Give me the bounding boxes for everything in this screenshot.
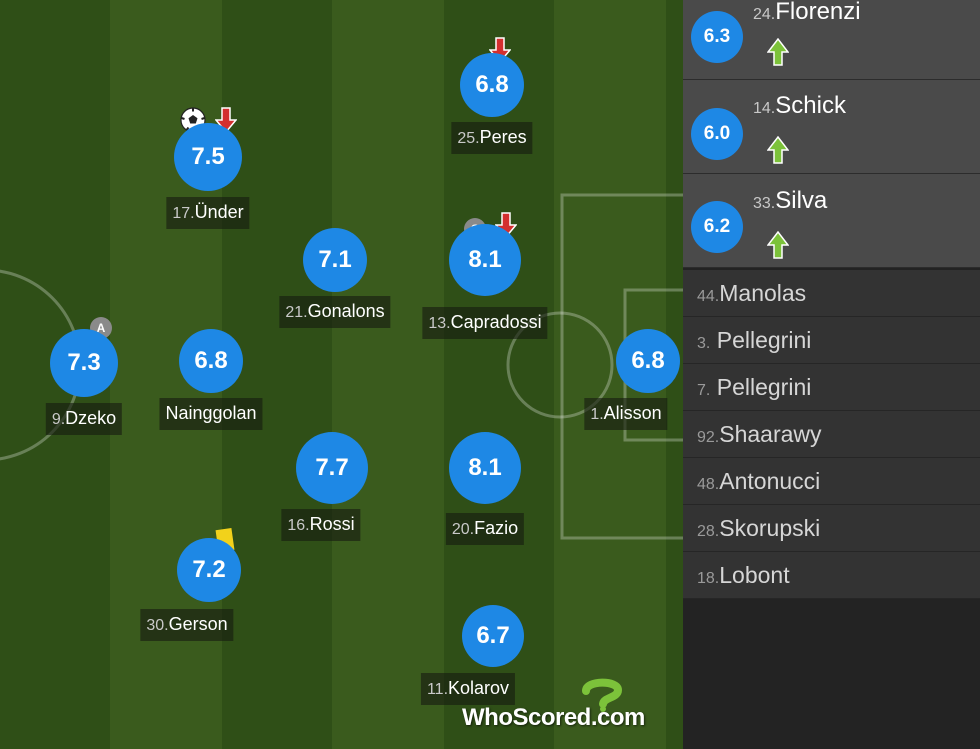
- rating-bubble: 6.7: [462, 605, 524, 667]
- sub-row-schick[interactable]: 6.0 14.Schick: [683, 80, 980, 174]
- rating-bubble: 8.1: [449, 224, 521, 296]
- sub-rating-bubble: 6.3: [691, 11, 743, 63]
- player-name-label: 21.Gonalons: [279, 296, 391, 328]
- rating-bubble: 7.3: [50, 329, 118, 397]
- unused-sub-row[interactable]: 3. Pellegrini: [683, 317, 980, 364]
- unused-sub-name: 92.Shaarawy: [697, 421, 822, 447]
- rating-bubble: 7.2: [177, 538, 241, 602]
- sub-on-arrow-icon: [767, 231, 789, 259]
- sub-on-arrow-icon: [767, 136, 789, 164]
- rating-bubble: 8.1: [449, 432, 521, 504]
- sub-rating-bubble: 6.2: [691, 201, 743, 253]
- unused-sub-row[interactable]: 18.Lobont: [683, 552, 980, 599]
- unused-sub-name: 3. Pellegrini: [697, 327, 812, 353]
- sub-row-silva[interactable]: 6.2 33.Silva: [683, 174, 980, 268]
- sub-name-label: 14.Schick: [753, 92, 846, 119]
- unused-sub-name: 7. Pellegrini: [697, 374, 812, 400]
- rating-bubble: 7.5: [174, 123, 242, 191]
- rating-bubble: 6.8: [179, 329, 243, 393]
- substitutes-panel: 6.3 24.Florenzi 6.0 14.Schick 6.2 33.Sil…: [683, 0, 980, 749]
- unused-sub-row[interactable]: 92.Shaarawy: [683, 411, 980, 458]
- unused-sub-name: 44.Manolas: [697, 280, 807, 306]
- player-name-label: Nainggolan: [159, 398, 263, 430]
- sub-name-label: 24.Florenzi: [753, 0, 861, 25]
- player-name-label: 30.Gerson: [140, 609, 234, 641]
- whoscored-logo: WhoScored.com: [460, 678, 670, 738]
- player-name-label: 13.Capradossi: [422, 307, 548, 339]
- rating-bubble: 6.8: [460, 53, 524, 117]
- sub-rating-bubble: 6.0: [691, 108, 743, 160]
- sub-name-label: 33.Silva: [753, 187, 828, 214]
- sub-on-arrow-icon: [767, 38, 789, 66]
- unused-sub-row[interactable]: 48.Antonucci: [683, 458, 980, 505]
- player-name-label: 25.Peres: [451, 122, 533, 154]
- player-name-label: 11.Kolarov: [420, 673, 516, 705]
- unused-sub-name: 18.Lobont: [697, 562, 790, 588]
- unused-sub-name: 28.Skorupski: [697, 515, 821, 541]
- pitch: 6.8 25.Peres 7.5 17.Ünder 7.1 21.Gonalon…: [0, 0, 683, 749]
- player-name-label: 17.Ünder: [166, 197, 250, 229]
- rating-bubble: 6.8: [616, 329, 680, 393]
- player-name-label: 1.Alisson: [584, 398, 668, 430]
- player-name-label: 20.Fazio: [445, 513, 525, 545]
- unused-sub-row[interactable]: 28.Skorupski: [683, 505, 980, 552]
- unused-sub-name: 48.Antonucci: [697, 468, 821, 494]
- player-name-label: 16.Rossi: [281, 509, 361, 541]
- rating-bubble: 7.7: [296, 432, 368, 504]
- unused-sub-row[interactable]: 44.Manolas: [683, 270, 980, 317]
- unused-sub-row[interactable]: 7. Pellegrini: [683, 364, 980, 411]
- sub-row-florenzi[interactable]: 6.3 24.Florenzi: [683, 0, 980, 80]
- player-name-label: 9.Dzeko: [45, 403, 123, 435]
- rating-bubble: 7.1: [303, 228, 367, 292]
